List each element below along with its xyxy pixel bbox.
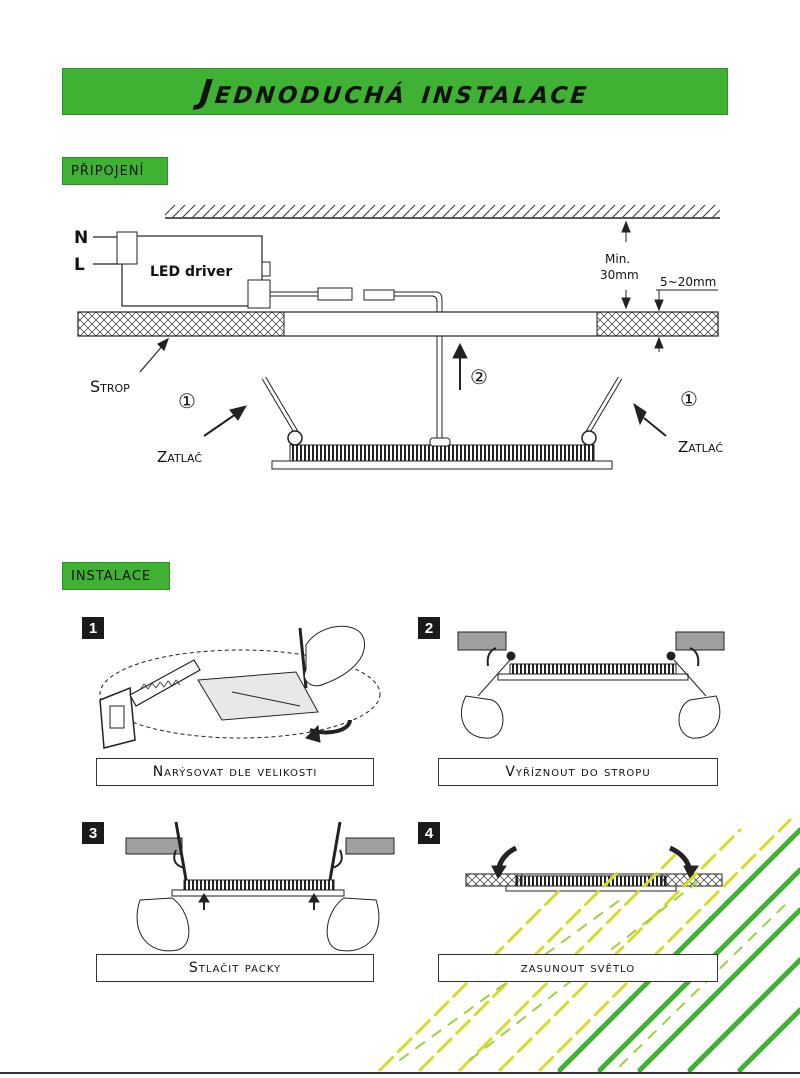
l-label: L xyxy=(74,255,85,275)
min-label: Min. xyxy=(605,252,630,266)
bottom-rule xyxy=(0,1072,800,1074)
step1-illustration xyxy=(99,625,381,749)
right-push-arrow xyxy=(633,402,667,437)
step-circle-1-right: ① xyxy=(680,387,698,411)
step-number-1: 1 xyxy=(82,617,104,639)
section-tag-installation: INSTALACE xyxy=(62,562,170,590)
step-caption-1: Narýsovat dle velikosti xyxy=(96,758,374,786)
ceiling-label: Strop xyxy=(90,377,130,396)
min-gap-dimension xyxy=(621,220,631,310)
light-fixture xyxy=(261,376,623,470)
title-banner: Jednoduchá instalace xyxy=(62,68,728,115)
n-label: N xyxy=(74,228,88,248)
min-value: 30mm xyxy=(600,268,639,282)
step4-illustration xyxy=(465,845,723,892)
left-push-arrow xyxy=(203,405,248,437)
section-tag-connection: PŘIPOJENÍ xyxy=(62,157,168,185)
mains-wires xyxy=(93,236,120,265)
upper-ceiling xyxy=(165,205,720,219)
ceiling-pointer xyxy=(139,337,170,373)
push-label-left: Zatlač xyxy=(157,448,202,466)
step-caption-3: Stlačit packy xyxy=(96,954,374,982)
thickness-label: 5~20mm xyxy=(660,275,716,289)
up-arrow xyxy=(452,342,468,390)
thickness-dimension xyxy=(654,289,718,352)
step-number-4: 4 xyxy=(418,822,440,844)
step-caption-4: zasunout světlo xyxy=(438,954,718,982)
decorative-stripes xyxy=(378,818,800,1073)
push-label-right: Zatlač xyxy=(678,438,723,456)
ceiling-panel xyxy=(77,311,719,337)
step-circle-2: ② xyxy=(470,365,488,389)
output-cable xyxy=(270,287,443,440)
driver-label: LED driver xyxy=(150,264,232,280)
step3-illustration xyxy=(125,821,395,952)
step2-illustration xyxy=(457,631,725,739)
led-driver: LED driver xyxy=(116,231,271,309)
step-caption-2: Vyříznout do stropu xyxy=(438,758,718,786)
step-number-3: 3 xyxy=(82,822,104,844)
step-circle-1-left: ① xyxy=(178,389,196,413)
step-number-2: 2 xyxy=(418,617,440,639)
